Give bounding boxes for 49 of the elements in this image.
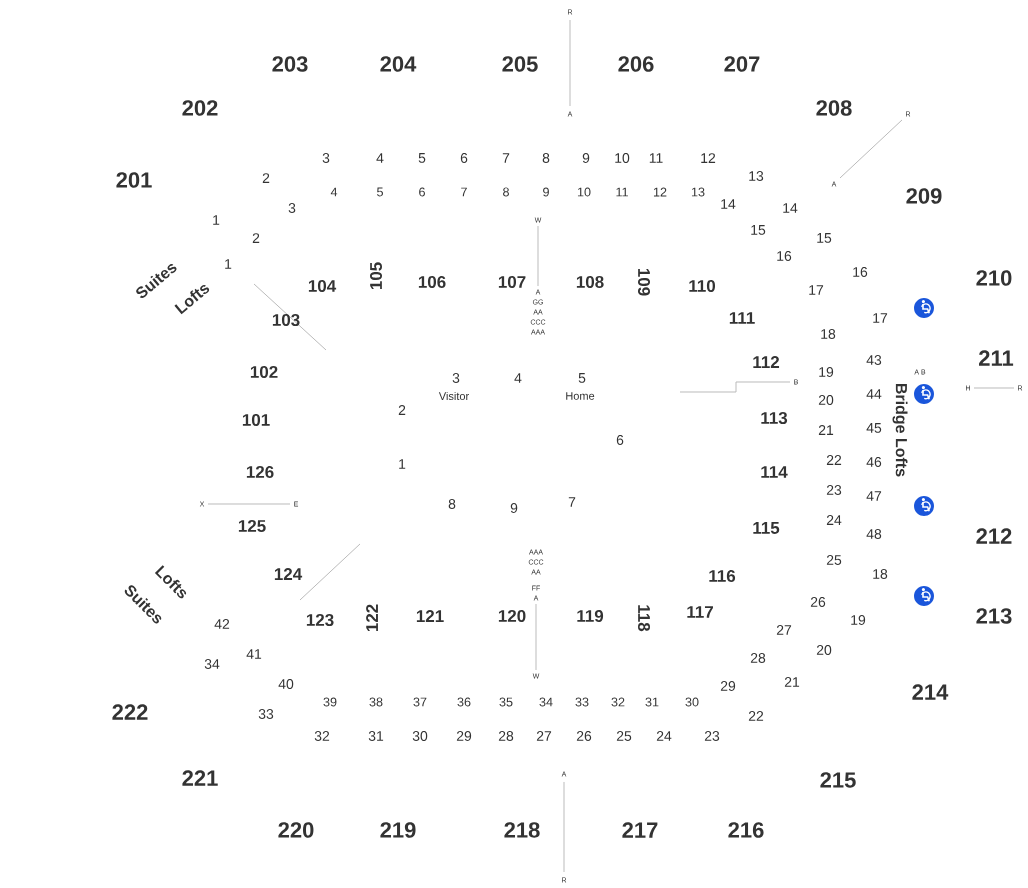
- section-number: 216: [728, 822, 764, 838]
- section-number: 210: [976, 270, 1012, 286]
- section-number: 221: [182, 770, 218, 786]
- section-number: 202: [182, 100, 218, 116]
- section-number: 114: [761, 466, 788, 478]
- section-number: 110: [689, 280, 715, 292]
- section-number: 109: [638, 268, 650, 296]
- section-number: 103: [272, 313, 300, 326]
- section-number: 117: [687, 606, 713, 618]
- section-number: 119: [577, 610, 604, 622]
- section-number: 207: [724, 56, 760, 72]
- section-number: 116: [709, 570, 736, 582]
- section-number: 107: [498, 276, 526, 288]
- seating-area-label: Bridge Lofts: [892, 383, 908, 477]
- section-number: 205: [502, 56, 538, 72]
- section-number: 106: [418, 276, 446, 288]
- section-number: 212: [976, 528, 1012, 544]
- section-number: 220: [278, 822, 314, 838]
- section-number: 104: [308, 280, 337, 292]
- section-number: 126: [246, 466, 274, 478]
- section-number: 213: [976, 608, 1012, 624]
- section-number: 222: [112, 704, 148, 720]
- section-number: 123: [306, 613, 334, 626]
- section-number: 201: [116, 172, 152, 188]
- section-number: 209: [906, 188, 942, 204]
- section-number: 208: [816, 100, 852, 116]
- section-number: 121: [416, 610, 444, 622]
- section-number: 112: [753, 356, 780, 368]
- section-number: 214: [912, 684, 949, 700]
- section-number: 217: [622, 822, 658, 838]
- section-number: 105: [370, 262, 382, 290]
- section-number: 102: [250, 366, 278, 378]
- section-number: 211: [979, 350, 1014, 366]
- section-number: 215: [820, 772, 856, 788]
- section-number: 111: [729, 312, 755, 324]
- section-number: 122: [366, 604, 378, 632]
- section-number: 115: [753, 522, 780, 534]
- section-number: 203: [272, 56, 308, 72]
- section-number: 113: [761, 411, 788, 424]
- section-number: 219: [380, 822, 416, 838]
- section-number: 108: [576, 276, 604, 288]
- section-number: 218: [504, 822, 540, 838]
- section-number: 101: [242, 414, 270, 426]
- section-number: 125: [238, 520, 266, 532]
- section-number: 120: [498, 610, 526, 622]
- section-number: 124: [274, 568, 303, 580]
- section-number: 206: [618, 56, 654, 72]
- section-number: 204: [380, 56, 417, 72]
- section-number: 118: [638, 605, 650, 632]
